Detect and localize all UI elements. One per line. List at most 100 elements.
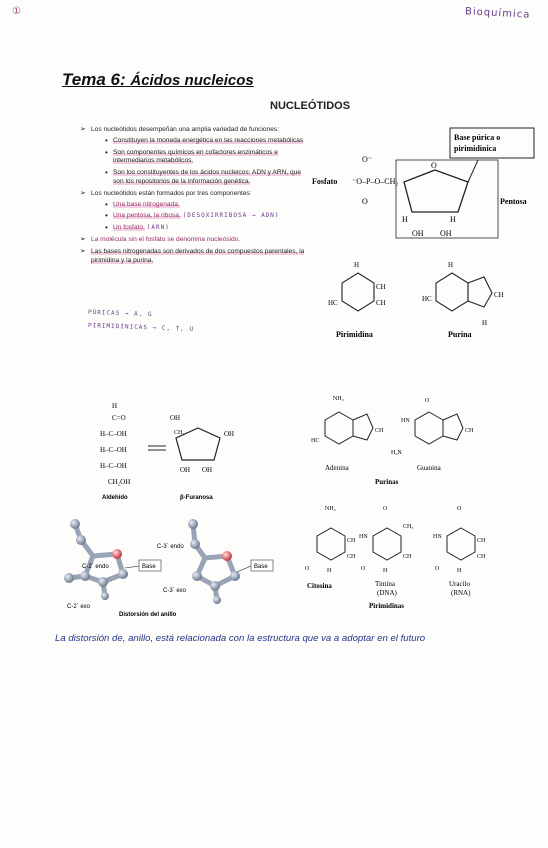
svg-text:CH: CH [403, 554, 412, 560]
svg-text:OH: OH [224, 430, 234, 438]
thymine-ring [372, 527, 402, 561]
purine-ring-6 [435, 272, 469, 312]
svg-text:H: H [327, 568, 332, 574]
nucleotide-structure: Base púrica o pirimidínica Fosfato O⁻ ⁻O… [312, 127, 535, 239]
svg-text:H: H [482, 319, 487, 327]
svg-text:H₂N: H₂N [391, 450, 402, 456]
purine-ring-5 [467, 276, 493, 308]
purine-label: Purina [448, 330, 472, 339]
bullet-2-sub-2: Una pentosa, la ribosa. (DESOXIRRIBOSA →… [105, 212, 310, 221]
svg-text:H: H [383, 568, 388, 574]
bullet-2-sub-3: Un fosfato. (ARN) [105, 224, 310, 233]
svg-text:CH: CH [376, 299, 386, 307]
purines-diagram: NH₂ HC CH O HN CH H₂N Adenina Guanina Pu… [311, 396, 474, 486]
pucker-title: Distorsión del anillo [119, 612, 177, 618]
svg-text:C=O: C=O [112, 414, 126, 422]
parent-bases: H CH HC CH H HC CH H Pirimidina Purina [328, 261, 504, 339]
guanine-ring-5 [442, 413, 464, 441]
svg-text:O: O [383, 506, 388, 512]
furanose-ring [175, 427, 221, 461]
svg-text:OH: OH [180, 466, 190, 474]
bullet-2-sub-3-text: Un fosfato. [113, 224, 145, 232]
svg-text:CH: CH [494, 291, 504, 299]
furanose-label: β-Furanosa [180, 495, 213, 501]
phosphate-label: Fosfato [312, 177, 337, 186]
svg-text:CH: CH [477, 554, 486, 560]
ribose-ring [403, 169, 469, 213]
svg-text:HC: HC [311, 438, 319, 444]
base-box-right [250, 559, 274, 572]
bullet-2-sub-1: Una base nitrogenada. [105, 200, 310, 210]
bullet-1-sub-3: Son los constituyentes de los ácidos nuc… [105, 169, 310, 187]
adenine-ring-6 [324, 411, 354, 445]
bullet-1-sub-1: Constituyen la moneda energética en las … [105, 136, 310, 146]
bullet-1-sub-2-text: Son componentes químicos en cofactores e… [113, 148, 278, 165]
pyrimidine-label: Pirimidina [336, 330, 373, 339]
ring-pucker-diagram: Base C-2´ endo C-2´ exo Base C-3´ endo C… [64, 519, 274, 618]
uracil-label: Uracilo [449, 580, 470, 588]
uracil-ring [446, 527, 476, 561]
svg-text:H: H [112, 402, 117, 410]
pyrimidine-ring [341, 272, 375, 312]
bullet-1-sub-2: Son componentes químicos en cofactores e… [105, 148, 310, 167]
svg-text:O: O [305, 566, 310, 572]
ring-oh-3: OH [412, 229, 424, 238]
guanine-ring-6 [414, 411, 444, 445]
bullet-1-sub-1-text: Constituyen la moneda energética en las … [113, 136, 304, 144]
title-suffix: Ácidos nucleicos [130, 72, 254, 89]
svg-text:H–C–OH: H–C–OH [100, 446, 127, 454]
pyrimidines-group-label: Pirimidinas [369, 602, 404, 610]
svg-text:CH: CH [465, 428, 474, 434]
ribose-forms: H C=O H–C–OH H–C–OH H–C–OH CH₂OH OH CH₂ … [100, 402, 234, 501]
base-label-right: Base [254, 564, 268, 570]
uracil-note: (RNA) [451, 589, 471, 597]
base-box-label-2: pirimidínica [454, 144, 496, 153]
bullet-list: Los nucleótidos desempeñan una amplia va… [80, 126, 310, 268]
phosphate-o-bottom: O [362, 197, 368, 206]
cytosine-label: Citosina [307, 582, 332, 590]
svg-text:HC: HC [422, 295, 432, 303]
ring-oxygen: O [431, 161, 437, 170]
thymine-label: Timina [375, 580, 396, 588]
bullet-2-sub-2-note: (DESOXIRRIBOSA → ADN) [182, 212, 280, 220]
pentose-box [395, 159, 499, 239]
svg-text:HN: HN [433, 534, 442, 540]
bullet-3-text: La molécula sin el fosfato se denomina n… [91, 235, 241, 243]
thymine-note: (DNA) [377, 589, 397, 597]
bullet-2-sub-2-text: Una pentosa, la ribosa. [113, 212, 181, 220]
guanine-label: Guanina [417, 464, 442, 472]
svg-text:NH₂: NH₂ [333, 396, 344, 402]
phosphate-o-top: O⁻ [362, 155, 372, 164]
section-heading: NUCLEÓTIDOS [270, 100, 351, 112]
adenine-label: Adenina [325, 464, 350, 472]
svg-text:CH: CH [376, 283, 386, 291]
cytosine-ring [316, 527, 346, 561]
bullet-1: Los nucleótidos desempeñan una amplia va… [80, 126, 310, 187]
svg-text:H: H [354, 261, 359, 269]
svg-text:CH: CH [347, 538, 356, 544]
bullet-2-sub-3-note: (ARN) [146, 224, 170, 232]
ring-oh-2: OH [440, 229, 452, 238]
svg-text:HN: HN [401, 418, 410, 424]
svg-text:H: H [457, 568, 462, 574]
page-title: Tema 6: Ácidos nucleicos [62, 70, 254, 90]
svg-text:HC: HC [328, 299, 338, 307]
handnote-purines: PÚRICAS → A, G [87, 308, 153, 319]
svg-text:O: O [425, 398, 430, 404]
c2-endo-label: C-2´ endo [82, 564, 109, 570]
c3-endo-label: C-3´ endo [157, 544, 184, 550]
c2-exo-label: C-2´ exo [67, 604, 91, 610]
bullet-4-text: Las bases nitrogenadas son derivados de … [91, 247, 305, 264]
svg-text:CH₃: CH₃ [403, 524, 413, 530]
svg-text:CH: CH [375, 428, 384, 434]
svg-text:CH: CH [477, 538, 486, 544]
svg-text:H–C–OH: H–C–OH [100, 430, 127, 438]
svg-text:O: O [435, 566, 440, 572]
base-box-label-1: Base púrica o [454, 133, 500, 142]
ring-h-left: H [402, 215, 408, 224]
bullet-3: La molécula sin el fosfato se denomina n… [80, 236, 310, 245]
purines-group-label: Purinas [375, 478, 399, 486]
c2-endo-model [68, 523, 126, 597]
title-prefix: Tema 6: [62, 70, 126, 89]
